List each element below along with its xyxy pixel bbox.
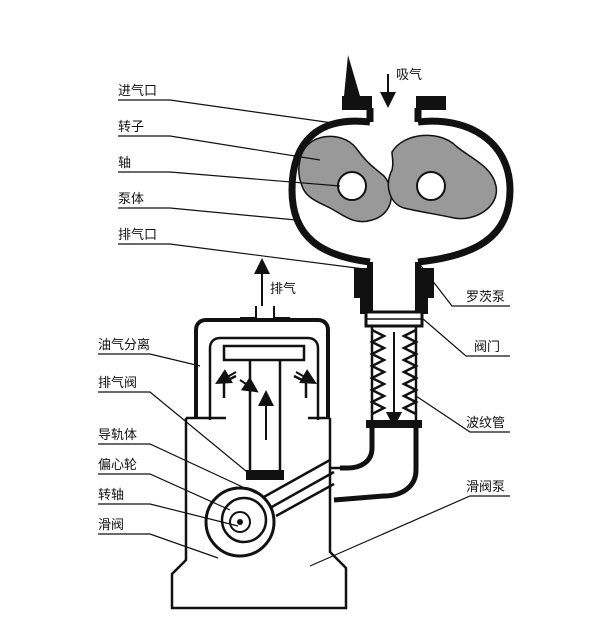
shaft-right xyxy=(416,171,446,201)
shaft-left xyxy=(337,171,367,201)
inlet-pointer xyxy=(344,55,360,96)
outlet-flange-right-2 xyxy=(416,298,428,314)
column-flow-arrow-2 xyxy=(215,369,237,384)
connecting-pipe xyxy=(333,428,419,503)
label-inlet: 进气口 xyxy=(118,84,158,99)
label-outlet: 排气口 xyxy=(118,228,158,243)
label-shaft: 轴 xyxy=(118,156,132,171)
oil-gas-separator xyxy=(194,318,330,420)
label-pump-body: 泵体 xyxy=(118,192,145,207)
inlet-flange-left xyxy=(342,96,372,110)
exhaust-valve xyxy=(246,470,284,480)
label-rotor: 转子 xyxy=(118,120,145,135)
roots-outlet-pipe xyxy=(367,262,421,312)
column-flow-arrow-4 xyxy=(239,376,259,393)
label-exhaust-valve: 排气阀 xyxy=(98,376,138,391)
label-bellows: 波纹管 xyxy=(466,416,506,431)
label-eccentric-wheel: 偏心轮 xyxy=(98,458,138,473)
label-rotating-shaft: 转轴 xyxy=(98,488,125,503)
slide-valve-pump-body xyxy=(170,418,348,610)
label-oil-gas-separator: 油气分离 xyxy=(98,338,151,353)
roots-pump-housing xyxy=(288,108,514,266)
label-guide-rail: 导轨体 xyxy=(98,428,138,443)
label-valve: 阀门 xyxy=(474,340,501,355)
guide-rail-assembly xyxy=(261,458,335,518)
separator-baffle xyxy=(222,344,306,362)
label-exhaust: 排气 xyxy=(270,282,297,297)
label-roots-pump: 罗茨泵 xyxy=(466,290,506,305)
outlet-flange-left xyxy=(354,268,370,298)
label-suction: 吸气 xyxy=(396,68,423,83)
inlet-flange-right xyxy=(416,96,446,110)
label-slide-valve-pump: 滑阀泵 xyxy=(466,480,506,495)
leader-lines xyxy=(98,99,510,567)
column-flow-arrow-3 xyxy=(295,369,317,384)
bellows-bottom-flange xyxy=(366,420,422,428)
outlet-flange-right xyxy=(418,268,434,298)
label-slide-valve: 滑阀 xyxy=(98,518,125,533)
outlet-flange-left-2 xyxy=(360,298,372,314)
bellows xyxy=(369,326,419,420)
